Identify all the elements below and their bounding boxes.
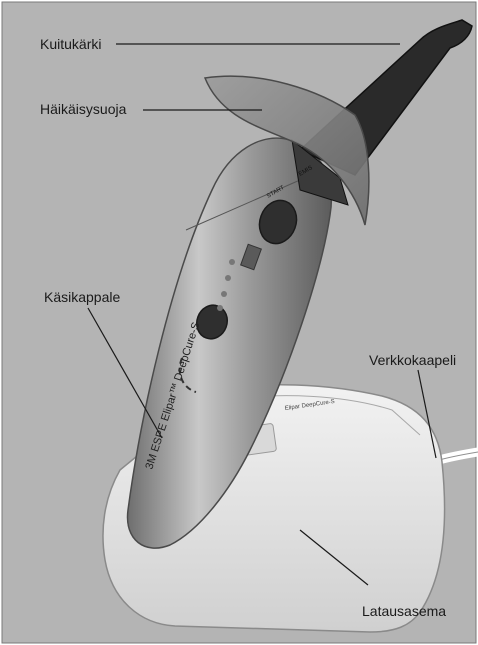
label-power-cable: Verkkokaapeli [369, 352, 456, 368]
label-fiber-tip: Kuitukärki [40, 36, 101, 52]
label-charging-station: Latausasema [362, 603, 446, 619]
label-handpiece: Käsikappale [44, 289, 120, 305]
label-glare-shield: Häikäisysuoja [40, 101, 126, 117]
